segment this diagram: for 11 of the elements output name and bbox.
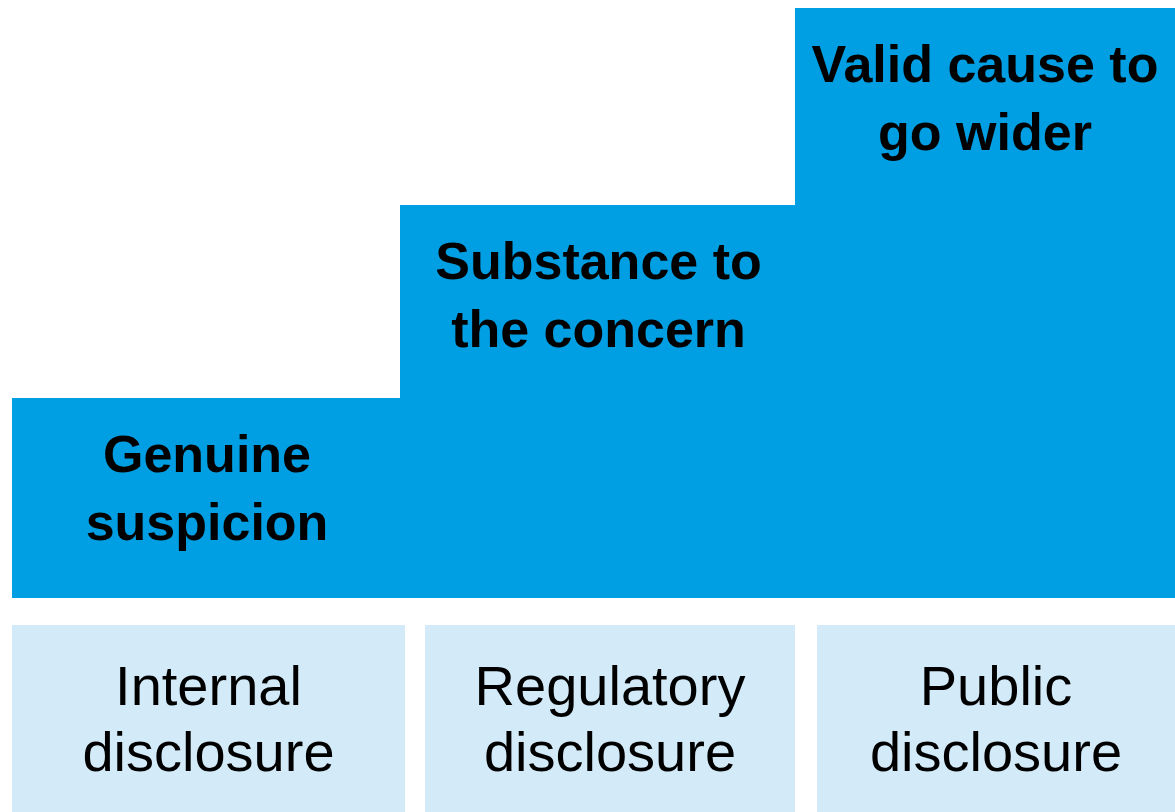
step-block	[12, 398, 402, 598]
step-heading: Valid cause to go wider	[810, 34, 1160, 163]
panel-text: Internal disclosure	[81, 652, 336, 785]
step-heading: Substance to the concern	[434, 231, 763, 360]
step-heading: Genuine suspicion	[84, 424, 330, 553]
label-panel	[12, 625, 405, 812]
label-panel	[425, 625, 795, 812]
step-block	[795, 8, 1175, 598]
label-panel	[817, 625, 1175, 812]
panel-text: Regulatory disclosure	[473, 652, 747, 785]
panel-text: Public disclosure	[868, 652, 1124, 785]
